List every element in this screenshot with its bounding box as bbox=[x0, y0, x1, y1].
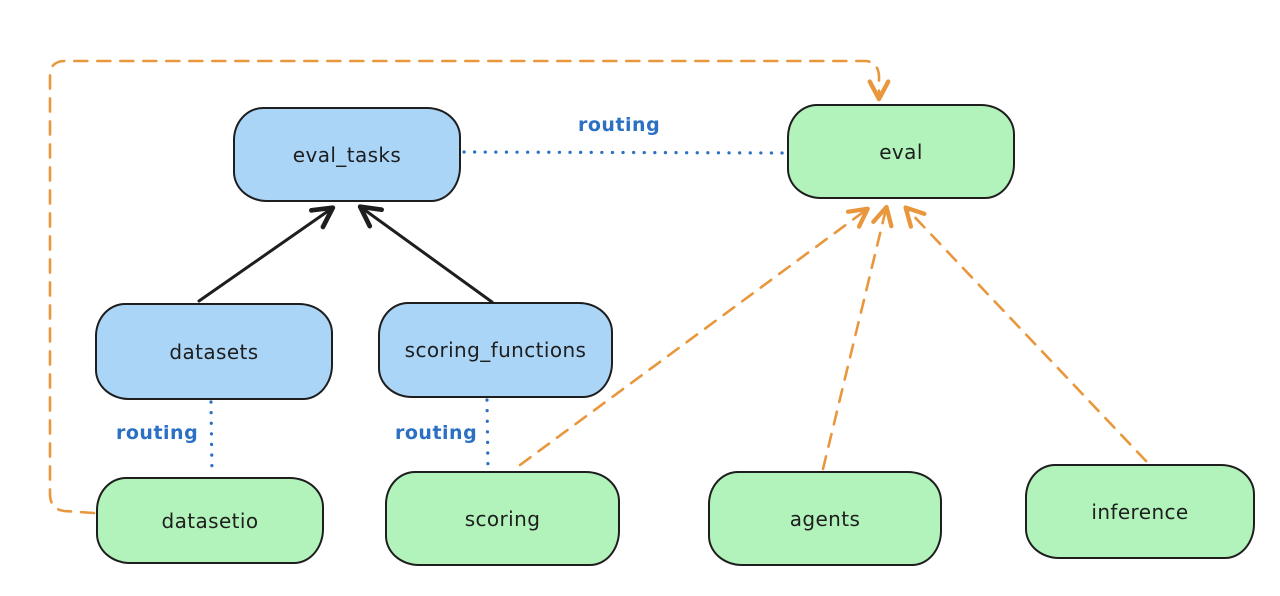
node-datasets-label: datasets bbox=[169, 339, 259, 364]
edge-label-routing-eval-tasks-eval: routing bbox=[578, 114, 661, 136]
node-datasets: datasets bbox=[95, 303, 333, 400]
edge-agents-to-eval bbox=[821, 204, 894, 471]
node-eval-label: eval bbox=[879, 139, 923, 164]
node-eval-tasks-label: eval_tasks bbox=[292, 142, 402, 167]
edge-scoring-to-eval bbox=[518, 206, 870, 467]
edge-datasets-to-datasetio-routing bbox=[209, 400, 214, 477]
node-datasetio-label: datasetio bbox=[161, 508, 259, 533]
node-scoring: scoring bbox=[385, 471, 620, 566]
edge-scoring-functions-to-scoring-routing bbox=[485, 398, 490, 472]
edge-inference-to-eval bbox=[903, 205, 1148, 463]
node-scoring-label: scoring bbox=[464, 506, 541, 531]
edge-datasetio-to-eval-loop bbox=[48, 59, 891, 515]
edge-label-routing-scoring-functions-scoring: routing bbox=[395, 422, 478, 444]
node-eval: eval bbox=[787, 104, 1015, 199]
node-scoring-functions: scoring_functions bbox=[378, 302, 613, 398]
node-inference: inference bbox=[1025, 464, 1255, 559]
node-agents: agents bbox=[708, 471, 942, 566]
edge-datasets-to-eval-tasks bbox=[197, 205, 336, 303]
node-agents-label: agents bbox=[789, 506, 861, 531]
node-datasetio: datasetio bbox=[96, 477, 324, 564]
edge-scoring-functions-to-eval-tasks bbox=[357, 204, 494, 304]
node-scoring-functions-label: scoring_functions bbox=[404, 338, 587, 362]
node-eval-tasks: eval_tasks bbox=[233, 107, 461, 202]
edge-label-routing-datasets-datasetio: routing bbox=[116, 422, 199, 444]
node-inference-label: inference bbox=[1091, 499, 1189, 524]
edge-eval-tasks-to-eval-routing bbox=[462, 150, 789, 155]
